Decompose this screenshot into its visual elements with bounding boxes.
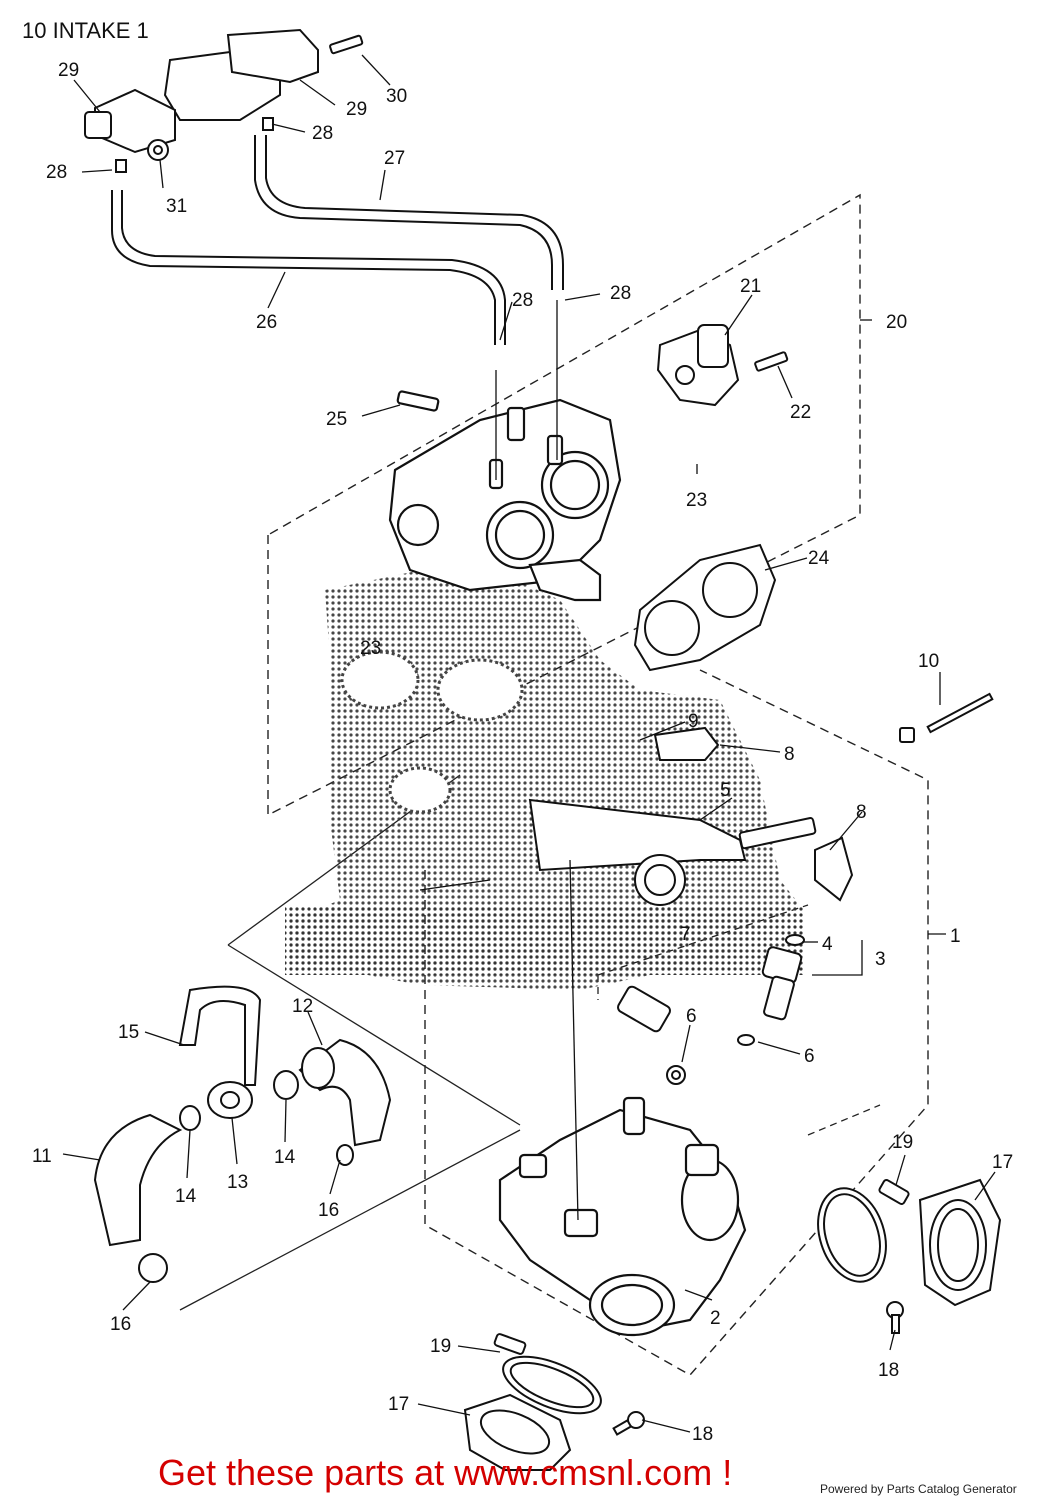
callout-26: 26 (256, 312, 277, 333)
throttle-sensor (656, 324, 789, 407)
assembly-1-boundary (424, 669, 929, 1376)
callout-11: 11 (32, 1146, 52, 1167)
callout-24: 24 (808, 548, 830, 569)
hose-12 (138, 1038, 392, 1283)
callout-31: 31 (166, 196, 187, 217)
callout-8-upper: 8 (784, 744, 795, 765)
generator-credit: Powered by Parts Catalog Generator (820, 1482, 1017, 1496)
callout-19-right: 19 (892, 1132, 913, 1153)
callout-1: 1 (950, 926, 961, 947)
intake-manifold (498, 1096, 747, 1337)
callout-4: 4 (822, 934, 833, 955)
clamp-joint-bottom (463, 1333, 645, 1471)
hose-27 (254, 135, 564, 290)
callout-17-bottom: 17 (388, 1394, 409, 1415)
callout-23-lower: 23 (360, 638, 381, 659)
callout-2: 2 (710, 1308, 721, 1329)
callout-18-bottom: 18 (692, 1424, 713, 1445)
callout-8-lower: 8 (856, 802, 867, 823)
callout-30: 30 (386, 86, 407, 107)
throttle-body (388, 390, 622, 602)
callout-18-right: 18 (878, 1360, 899, 1381)
callout-28-right: 28 (610, 283, 631, 304)
callout-22: 22 (790, 402, 811, 423)
callout-16-right: 16 (318, 1200, 339, 1221)
callout-10: 10 (918, 651, 939, 672)
callout-9: 9 (688, 711, 699, 732)
callout-labels: 1 2 3 4 5 6 6 7 8 8 9 10 11 12 13 14 14 … (32, 60, 1013, 1445)
callout-28-left: 28 (46, 162, 67, 183)
hose-26 (111, 190, 506, 345)
callout-29-left: 29 (58, 60, 79, 81)
callout-5: 5 (720, 780, 731, 801)
fuel-rail (528, 692, 994, 906)
callout-14-left: 14 (175, 1186, 197, 1207)
callout-13: 13 (227, 1172, 248, 1193)
callout-23-upper: 23 (686, 490, 707, 511)
hose-11 (93, 985, 262, 1247)
callout-6-lower: 6 (804, 1046, 815, 1067)
callout-14-right: 14 (274, 1147, 296, 1168)
callout-21: 21 (740, 276, 761, 297)
callout-29-right: 29 (346, 99, 367, 120)
callout-6-upper: 6 (686, 1006, 697, 1027)
callout-19-bottom: 19 (430, 1336, 451, 1357)
callout-12: 12 (292, 996, 313, 1017)
parts-link-banner[interactable]: Get these parts at www.cmsnl.com ! (158, 1452, 733, 1493)
page-title: 10 INTAKE 1 (22, 18, 149, 43)
callout-25: 25 (326, 409, 347, 430)
callout-28-mid: 28 (512, 290, 533, 311)
callout-27: 27 (384, 148, 405, 169)
callout-28-top: 28 (312, 123, 333, 144)
sensor-bracket-group (84, 28, 364, 173)
assembly-20-boundary (267, 193, 861, 817)
callout-7: 7 (680, 924, 691, 945)
gasket-24 (633, 543, 777, 672)
callout-16-left: 16 (110, 1314, 131, 1335)
callout-3: 3 (875, 949, 886, 970)
callout-20: 20 (886, 312, 907, 333)
callout-17-right: 17 (992, 1152, 1013, 1173)
callout-15: 15 (118, 1022, 139, 1043)
injector-3 (617, 934, 805, 1085)
leader-lines (62, 54, 996, 1433)
clamp-joint-right (817, 1178, 1002, 1334)
